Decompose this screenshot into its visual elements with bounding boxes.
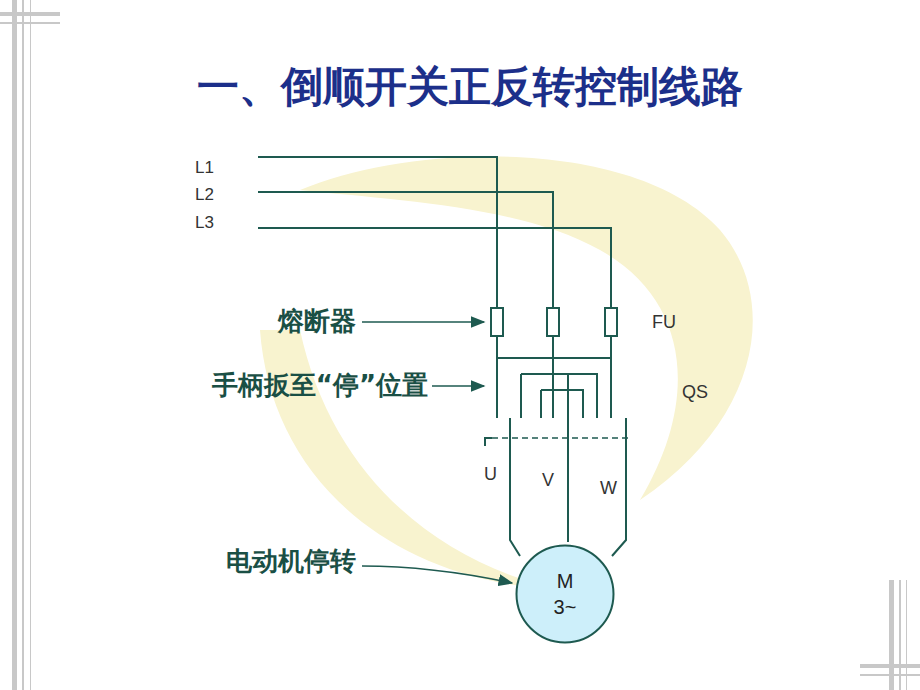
terminal-label: V bbox=[542, 471, 554, 489]
motor-label: M bbox=[557, 568, 574, 594]
callout-text: 手柄扳至“停”位置 bbox=[212, 372, 428, 398]
callout-arrow bbox=[362, 566, 512, 583]
callout-arrow bbox=[362, 321, 484, 323]
line-label: L1 bbox=[195, 159, 214, 176]
callout-text: 电动机停转 bbox=[226, 548, 356, 574]
terminal-label: U bbox=[484, 465, 497, 483]
motor-outline bbox=[515, 544, 615, 644]
slide-title: 一、倒顺开关正反转控制线路 bbox=[197, 66, 743, 108]
component-label: FU bbox=[652, 313, 676, 331]
motor-text-box: M3~ bbox=[515, 544, 615, 644]
switch-handle bbox=[485, 438, 492, 446]
watermark-swoosh bbox=[300, 156, 753, 500]
wires bbox=[258, 157, 626, 556]
callout-text: 熔断器 bbox=[278, 308, 356, 334]
callout-arrow bbox=[432, 385, 484, 387]
motor-label: 3~ bbox=[554, 594, 577, 620]
component-label: QS bbox=[682, 383, 708, 401]
switch-link bbox=[492, 437, 630, 439]
motor-circle: M3~ bbox=[515, 544, 615, 644]
terminal-label: W bbox=[600, 479, 617, 497]
line-label: L3 bbox=[195, 214, 214, 231]
line-label: L2 bbox=[195, 186, 214, 203]
